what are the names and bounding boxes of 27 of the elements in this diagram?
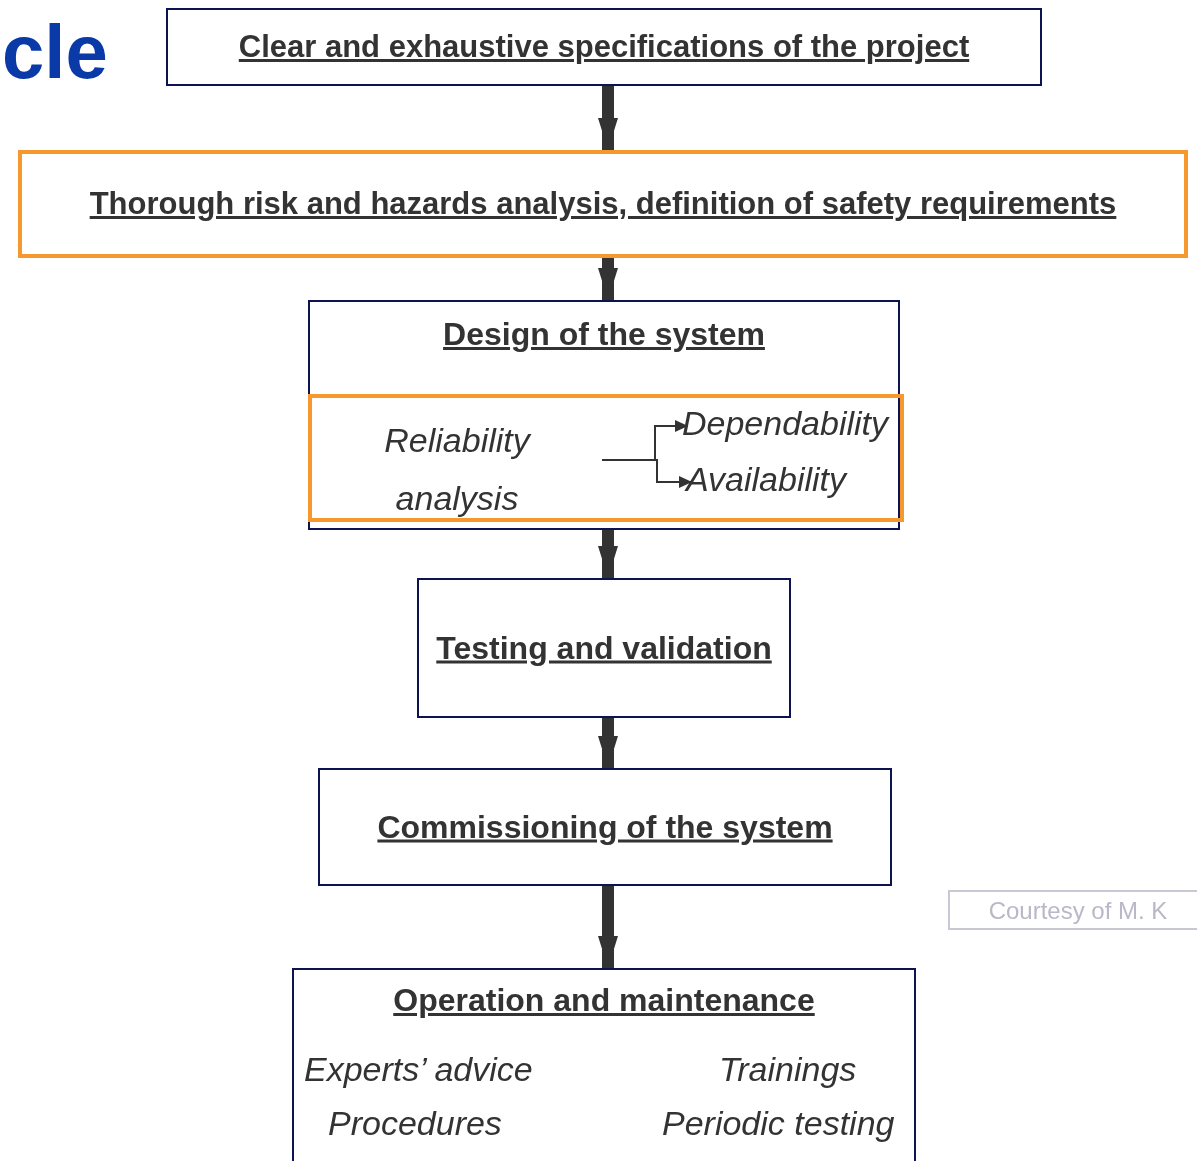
- list-item: Procedures: [328, 1104, 502, 1143]
- note-box: [948, 890, 1197, 930]
- label-text: Availability: [686, 460, 849, 499]
- process-box: [318, 768, 892, 886]
- highlight-box: [308, 394, 904, 522]
- process-box: [18, 150, 1188, 258]
- credit-text: Courtesy of M. K: [987, 897, 1169, 925]
- arrow: [598, 530, 618, 578]
- box-heading: Clear and exhaustive specifications of the project: [237, 29, 971, 65]
- list-item: Experts’ advice: [304, 1050, 533, 1089]
- box-heading: Design of the system: [442, 316, 766, 353]
- arrow: [598, 718, 618, 768]
- list-item: Trainings: [719, 1050, 857, 1089]
- process-box: [417, 578, 791, 718]
- box-heading: Testing and validation: [435, 629, 773, 667]
- process-box: [292, 968, 916, 1161]
- box-heading: Commissioning of the system: [376, 808, 834, 846]
- box-heading: Thorough risk and hazards analysis, definition of safety requirements: [88, 186, 1118, 222]
- arrow: [598, 86, 618, 150]
- box-heading: Operation and maintenance: [392, 982, 816, 1019]
- heading: cle: [2, 14, 108, 90]
- label-text: Dependability: [682, 404, 891, 443]
- arrow: [598, 886, 618, 968]
- list-item: Periodic testing: [662, 1104, 895, 1143]
- process-box: [166, 8, 1042, 86]
- label-text: Reliability analysis: [383, 420, 533, 519]
- arrow: [598, 258, 618, 300]
